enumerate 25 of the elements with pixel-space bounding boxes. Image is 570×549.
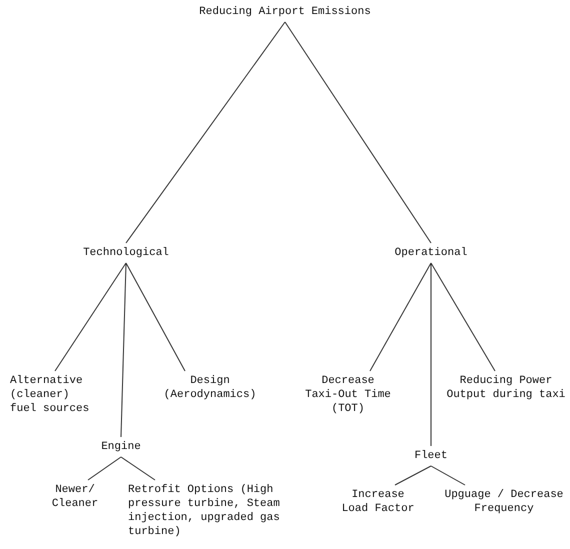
connector-line bbox=[120, 456, 156, 480]
connector-line bbox=[394, 466, 432, 486]
connector-line bbox=[430, 262, 432, 446]
item-label: Alternative (cleaner) fuel sources bbox=[10, 374, 90, 416]
connector-line bbox=[430, 466, 466, 486]
item-label: Retrofit Options (High pressure turbine, Steam injection, upgraded gas turbine) bbox=[128, 483, 280, 539]
connector-line bbox=[126, 262, 186, 372]
connector-line bbox=[88, 456, 122, 480]
connector-line bbox=[284, 22, 432, 244]
item-label: Design (Aerodynamics) bbox=[164, 374, 256, 402]
root-label: Reducing Airport Emissions bbox=[198, 5, 372, 19]
item-label: Upguage / Decrease Frequency bbox=[444, 488, 564, 516]
connector-line bbox=[54, 262, 126, 372]
item-label: Engine bbox=[100, 440, 142, 454]
item-label: Increase Load Factor bbox=[342, 488, 414, 516]
connector-line bbox=[430, 262, 496, 372]
connector-line bbox=[120, 262, 126, 438]
connector-line bbox=[126, 22, 286, 244]
item-label: Fleet bbox=[413, 449, 448, 463]
item-label: Decrease Taxi-Out Time (TOT) bbox=[305, 374, 391, 416]
item-label: Newer/ Cleaner bbox=[52, 483, 98, 511]
category-label: Operational bbox=[394, 246, 468, 260]
category-label: Technological bbox=[82, 246, 170, 260]
connector-line bbox=[370, 262, 432, 372]
item-label: Reducing Power Output during taxi bbox=[446, 374, 566, 402]
